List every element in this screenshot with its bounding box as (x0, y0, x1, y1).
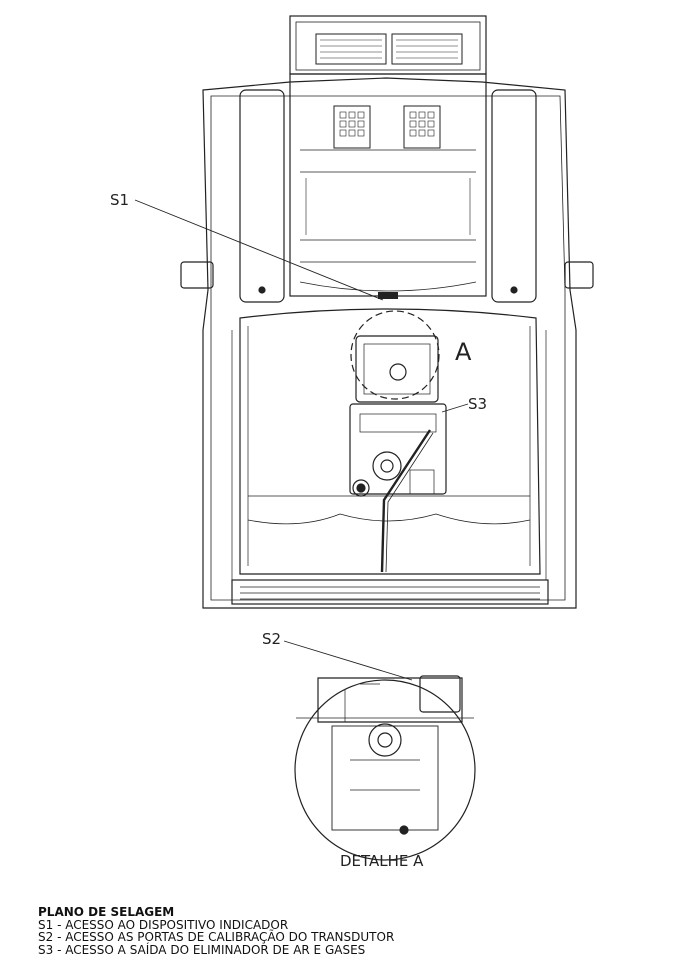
detail-a-view (294, 675, 476, 861)
callout-a: A (455, 338, 472, 366)
dispenser-front-view (180, 15, 594, 609)
display-panel-right (391, 33, 463, 65)
display-panel-left (315, 33, 387, 65)
meter-assembly (349, 335, 447, 573)
keypad-right (403, 105, 441, 149)
leader-lines (134, 199, 469, 681)
legend-title: PLANO DE SELAGEM (38, 905, 175, 919)
callout-s2: S2 (262, 630, 281, 648)
legend-item-s2: S2 - ACESSO AS PORTAS DE CALIBRAÇÃO DO T… (38, 930, 395, 944)
callout-s3: S3 (468, 395, 487, 413)
keypad-left (333, 105, 371, 149)
detail-a-marker (350, 310, 440, 400)
sealing-plan-legend: PLANO DE SELAGEM S1 - ACESSO AO DISPOSIT… (38, 906, 658, 956)
callout-s1: S1 (110, 191, 129, 209)
detail-caption: DETALHE A (340, 852, 424, 870)
legend-item-s1: S1 - ACESSO AO DISPOSITIVO INDICADOR (38, 917, 289, 932)
legend-item-s3: S3 - ACESSO A SAÍDA DO ELIMINADOR DE AR … (38, 942, 366, 957)
